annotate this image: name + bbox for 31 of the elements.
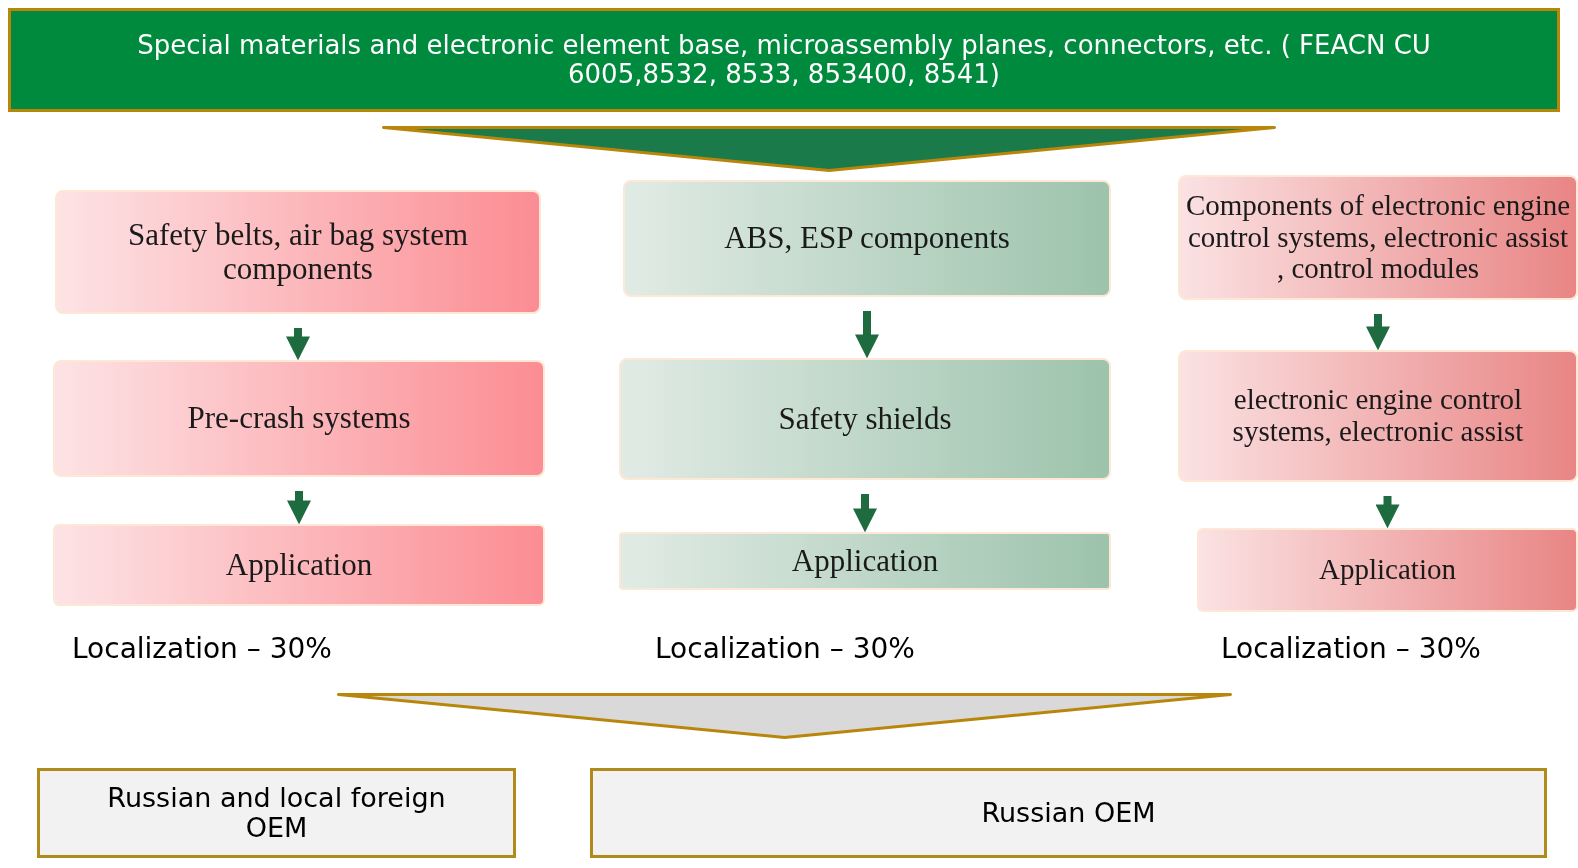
box-label: Application xyxy=(225,547,373,583)
localization-note: Localization – 30% xyxy=(655,632,915,665)
chevron-shape xyxy=(337,693,1232,739)
process-box xyxy=(1178,350,1578,482)
arrow xyxy=(286,328,310,361)
box-label: Pre-crash systems xyxy=(187,401,411,436)
process-box xyxy=(55,190,541,314)
localization-note: Localization – 30% xyxy=(1221,632,1481,665)
process-box xyxy=(37,768,516,858)
box-label: Special materials and electronic element base, microassembly planes, connectors, etc. ( FEACN CU 6005,8532, 8533, 853400, 8541) xyxy=(136,31,1432,89)
process-box xyxy=(623,180,1111,297)
process-box xyxy=(53,360,545,477)
box-label: Safety belts, air bag system components xyxy=(126,217,470,287)
box-label: Application xyxy=(1319,554,1456,586)
chevron-shape xyxy=(382,126,1276,172)
box-label: ABS, ESP components xyxy=(724,221,1010,256)
box-label: Components of electronic engine control systems, electronic assist , control modules xyxy=(1184,189,1572,286)
arrow xyxy=(1375,496,1400,529)
box-label: Russian OEM xyxy=(981,798,1156,828)
process-box xyxy=(619,358,1111,480)
process-box xyxy=(590,768,1547,858)
process-box xyxy=(1197,528,1578,612)
box-label: Application xyxy=(791,543,939,579)
process-box xyxy=(619,532,1111,590)
box-label: Russian and local foreign OEM xyxy=(106,783,447,843)
process-box xyxy=(1178,175,1578,300)
localization-note: Localization – 30% xyxy=(72,632,332,665)
process-box xyxy=(8,8,1560,112)
box-label: Safety shields xyxy=(778,401,952,437)
process-box xyxy=(53,524,545,606)
box-label: electronic engine control systems, electronic assist xyxy=(1231,384,1525,448)
